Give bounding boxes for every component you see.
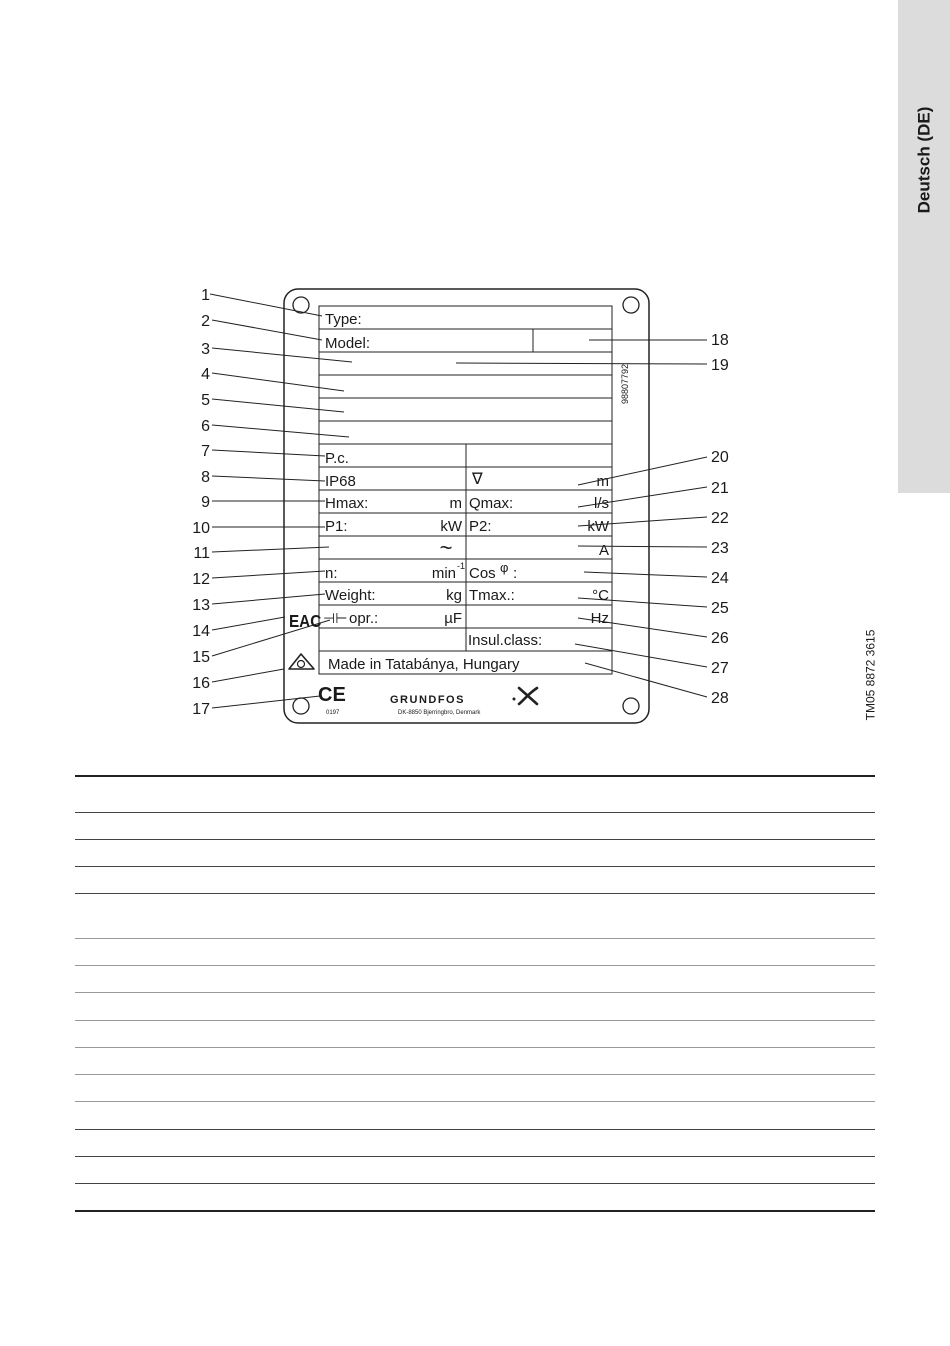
nameplate-figure: Type: Model: P.c. IP68 ∇ m Hmax: m Qmax:… (192, 287, 729, 724)
callout-number: 14 (192, 623, 210, 640)
callout-number: 9 (201, 494, 210, 511)
capacitor-icon: ⊣⊢ (323, 610, 347, 626)
grundfos-logo: GRUNDFOS (390, 694, 465, 706)
table-rule (75, 812, 875, 813)
current-unit: A (599, 542, 609, 559)
ce-mark-icon: CE (318, 684, 346, 706)
callout-number: 1 (201, 287, 210, 304)
screw-hole-icon (292, 296, 310, 314)
callout-number: 2 (201, 313, 210, 330)
field-p2: P2: (469, 518, 492, 535)
callout-number: 3 (201, 341, 210, 358)
hmax-unit: m (450, 495, 463, 512)
ce-number: 0197 (326, 710, 340, 716)
weight-unit: kg (446, 587, 462, 604)
screw-hole-icon (292, 697, 310, 715)
callout-number: 8 (201, 469, 210, 486)
phi-symbol: φ (500, 560, 508, 575)
screw-hole-icon (622, 296, 640, 314)
field-cos: Cos (469, 565, 496, 582)
table-rule (75, 1183, 875, 1184)
callout-number: 19 (711, 357, 729, 374)
field-qmax: Qmax: (469, 495, 513, 512)
callout-number: 6 (201, 418, 210, 435)
field-made-in: Made in Tatabánya, Hungary (328, 656, 520, 673)
plate-outline (283, 288, 650, 724)
depth-unit: m (597, 473, 610, 490)
brand-address: DK-8850 Bjerringbro, Denmark (398, 710, 481, 716)
table-rule (75, 1047, 875, 1048)
callout-number: 5 (201, 392, 210, 409)
table-rule (75, 893, 875, 894)
screw-hole-icon (622, 697, 640, 715)
ac-voltage-icon: ~ (440, 535, 453, 560)
table-rule (75, 839, 875, 840)
callout-number: 17 (192, 701, 210, 718)
callout-number: 22 (711, 510, 729, 527)
table-rule (75, 965, 875, 966)
p1-unit: kW (440, 518, 463, 535)
rcm-mark-icon (288, 653, 315, 670)
table-rule (75, 938, 875, 939)
field-type: Type: (325, 311, 362, 328)
language-side-tab: Deutsch (DE) (898, 0, 950, 493)
grundfos-symbol-icon (512, 686, 539, 706)
field-grid (318, 305, 613, 675)
callout-number: 21 (711, 480, 729, 497)
callout-number: 18 (711, 332, 729, 349)
table-rule (75, 1156, 875, 1157)
table-rule (75, 775, 875, 777)
callout-number: 28 (711, 690, 729, 707)
callout-number: 25 (711, 600, 729, 617)
callout-number: 13 (192, 597, 210, 614)
table-rule (75, 992, 875, 993)
table-rule (75, 1101, 875, 1102)
field-model: Model: (325, 335, 370, 352)
callout-number: 27 (711, 660, 729, 677)
field-weight: Weight: (325, 587, 376, 604)
callout-leaders (209, 293, 708, 709)
table-rule (75, 1074, 875, 1075)
p2-unit: kW (587, 518, 610, 535)
callout-number: 16 (192, 675, 210, 692)
callout-number: 7 (201, 443, 210, 460)
callout-number: 12 (192, 571, 210, 588)
capacitor-unit: µF (444, 610, 462, 627)
table-rule (75, 866, 875, 867)
eac-mark-icon: EAC (289, 611, 321, 631)
field-tmax: Tmax.: (469, 587, 515, 604)
callout-number: 11 (193, 545, 210, 562)
cos-colon: : (513, 565, 517, 582)
field-speed: n: (325, 565, 338, 582)
callout-number: 4 (201, 366, 210, 383)
table-rule (75, 1210, 875, 1212)
field-insulation: Insul.class: (468, 632, 542, 649)
callout-number: 10 (192, 520, 210, 537)
tmax-unit: °C (592, 587, 609, 604)
field-ip: IP68 (325, 473, 356, 490)
callout-number: 26 (711, 630, 729, 647)
field-hmax: Hmax: (325, 495, 368, 512)
table-rule (75, 1020, 875, 1021)
speed-unit: min (432, 565, 456, 582)
field-p1: P1: (325, 518, 348, 535)
table-rule (75, 1129, 875, 1130)
field-pc: P.c. (325, 450, 349, 467)
callout-number: 23 (711, 540, 729, 557)
field-capacitor: opr.: (349, 610, 378, 627)
freq-unit: Hz (591, 610, 609, 627)
speed-exponent: -1 (457, 561, 465, 571)
drawing-number: 98807792 (620, 364, 630, 404)
water-level-icon: ∇ (471, 471, 483, 488)
callout-number: 15 (192, 649, 210, 666)
callout-number: 24 (711, 570, 729, 587)
callout-number: 20 (711, 449, 729, 466)
